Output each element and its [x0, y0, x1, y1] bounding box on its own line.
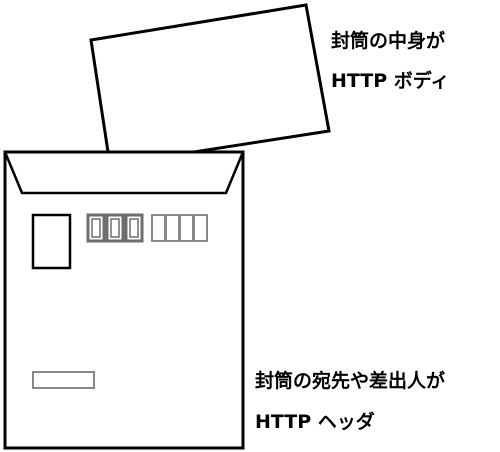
body-label-line2: HTTP ボディ [331, 70, 450, 92]
body-label-line1: 封筒の中身が [331, 30, 446, 52]
postal-box-7 [193, 214, 208, 242]
postal-box-2 [105, 213, 125, 243]
stamp-box [31, 213, 72, 270]
envelope-flap [3, 151, 245, 195]
sender-address-box [32, 371, 95, 389]
envelope-body [3, 150, 245, 450]
postal-box-3 [124, 213, 144, 243]
letter-sheet [89, 3, 331, 167]
postal-box-3-inner [129, 218, 139, 238]
header-label-line1: 封筒の宛先や差出人が [255, 370, 446, 392]
postal-code-boxes [86, 213, 208, 243]
postal-box-2-inner [110, 218, 120, 238]
postal-box-1 [86, 213, 106, 243]
postal-box-1-inner [91, 218, 101, 238]
header-label-line2: HTTP ヘッダ [255, 411, 375, 433]
